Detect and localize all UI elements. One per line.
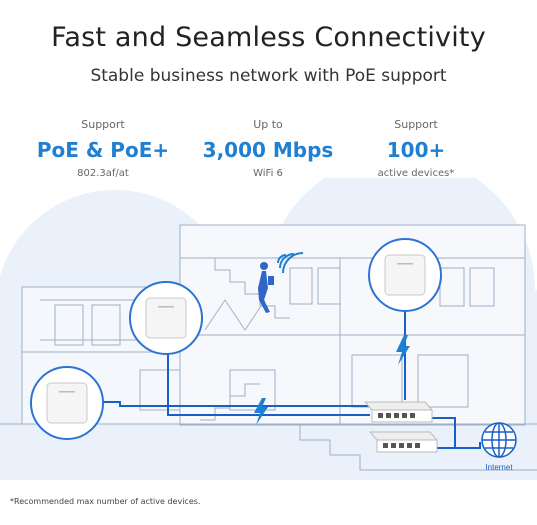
stat-devices-value: 100+ [386, 138, 446, 162]
wifi-signal-icon [277, 252, 304, 274]
building-illustration: Internet [0, 178, 537, 480]
stat-devices: Support 100+ active devices* [331, 118, 501, 179]
stat-poe-value: PoE & PoE+ [36, 138, 170, 162]
stat-poe-caption: Support [81, 118, 125, 131]
internet-label: Internet [485, 463, 513, 472]
stat-devices-detail: active devices* [377, 168, 455, 179]
poe-switch-icon [363, 401, 434, 423]
person-figure [258, 262, 274, 313]
stat-poe: Support PoE & PoE+ 802.3af/at [18, 118, 188, 179]
access-point-middle-left [129, 281, 203, 355]
stat-speed: Up to 3,000 Mbps WiFi 6 [183, 118, 353, 179]
poe-switch-secondary-icon [368, 431, 439, 453]
footnote: *Recommended max number of active device… [10, 497, 201, 506]
access-point-lower-left [30, 366, 104, 440]
stat-speed-caption: Up to [253, 118, 283, 131]
lightning-icon [254, 335, 410, 425]
stat-poe-detail: 802.3af/at [77, 168, 129, 179]
globe-icon [481, 422, 517, 458]
stat-devices-caption: Support [394, 118, 438, 131]
page-title: Fast and Seamless Connectivity [51, 22, 486, 53]
page-subtitle: Stable business network with PoE support [90, 66, 447, 86]
access-point-upper-right [368, 238, 442, 312]
stat-speed-detail: WiFi 6 [253, 168, 283, 179]
stat-speed-value: 3,000 Mbps [202, 138, 334, 162]
